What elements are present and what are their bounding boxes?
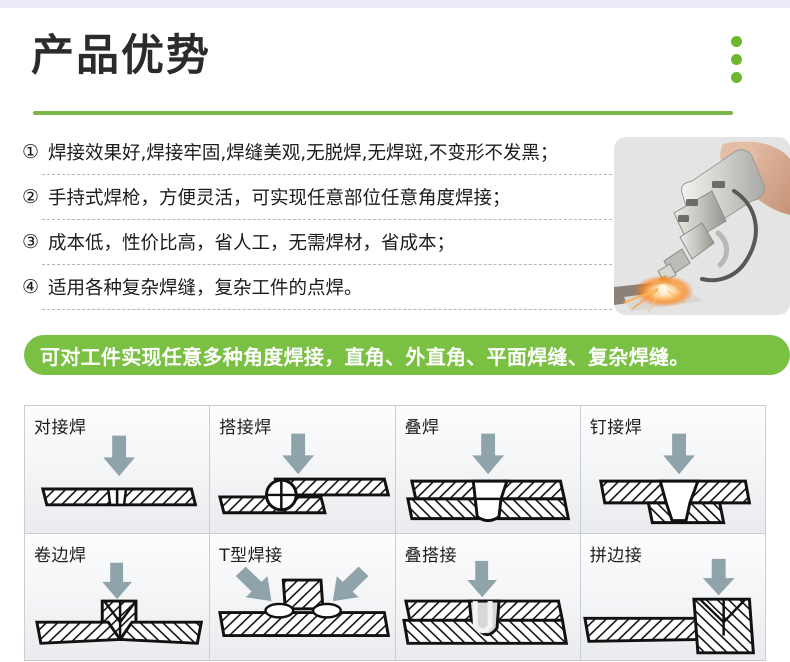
weld-cell-label: T型焊接 [219,545,283,566]
dot-3-icon [731,72,742,83]
highlight-banner: 可对工件实现任意多种角度焊接，直角、外直角、平面焊缝、复杂焊缝。 [24,335,790,375]
stack-lap-weld-diagram [401,560,568,645]
down-arrow-icon [102,562,132,599]
list-item-label: 成本低，性价比高，省人工，无需焊材，省成本； [48,233,456,254]
list-item-divider [42,264,612,265]
weld-cell-label: 拼边接 [589,545,643,566]
title-divider [33,111,733,115]
product-photo [614,137,790,315]
plug-weld-diagram [598,433,751,525]
down-arrow-icon [662,433,695,475]
tee-weld-diagram [218,566,391,637]
down-arrow-icon [471,433,504,475]
lap-weld-diagram [218,433,391,515]
list-item-number: ① [22,141,40,163]
down-arrow-icon [103,435,135,477]
weld-cell-label: 叠焊 [404,418,440,438]
diagonal-arrow-left-icon [236,566,272,601]
page-title: 产品优势 [31,31,211,81]
list-item-divider [42,174,612,175]
weld-cell-label: 钉接焊 [589,418,643,438]
butt-weld-diagram [40,435,198,507]
weld-type-grid: 对接焊 搭接焊 [24,405,766,661]
edge-weld-diagram [582,558,755,654]
highlight-banner-text: 可对工件实现任意多种角度焊接，直角、外直角、平面焊缝、复杂焊缝。 [40,344,690,369]
list-item-label: 焊接效果好,焊接牢固,焊缝美观,无脱焊,无焊斑,不变形不发黑； [48,143,559,164]
list-item: ① 焊接效果好,焊接牢固,焊缝美观,无脱焊,无焊斑,不变形不发黑； [22,132,612,177]
top-strip [0,0,790,8]
weld-cell-label: 叠搭接 [404,545,457,566]
weld-cell-label: 卷边焊 [34,545,87,566]
down-arrow-icon [702,558,735,595]
list-item-divider [42,309,612,310]
dot-1-icon [731,36,742,47]
diagonal-arrow-right-icon [333,566,369,601]
weld-cell-flange[interactable]: 卷边焊 [25,533,211,661]
list-item-number: ④ [22,276,40,298]
decor-dots [731,36,742,83]
weld-cell-label: 搭接焊 [219,418,272,438]
page-header: 产品优势 [0,8,790,100]
list-item-label: 适用各种复杂焊缝，复杂工件的点焊。 [48,278,363,299]
weld-cell-plug[interactable]: 钉接焊 [580,406,766,534]
flange-weld-diagram [35,562,204,645]
weld-cell-stack-lap[interactable]: 叠搭接 [395,533,581,661]
weld-cell-edge[interactable]: 拼边接 [580,533,766,661]
laser-welding-gun-illustration [614,137,790,315]
list-item-number: ③ [22,231,40,253]
weld-cell-tee[interactable]: T型焊接 [210,533,396,661]
list-item: ② 手持式焊枪，方便灵活，可实现任意部位任意角度焊接； [22,177,612,222]
list-item: ③ 成本低，性价比高，省人工，无需焊材，省成本； [22,222,612,267]
stack-weld-diagram [405,433,570,523]
dot-2-icon [731,54,742,65]
list-item-divider [42,219,612,220]
weld-cell-label: 对接焊 [34,418,87,438]
weld-cell-butt[interactable]: 对接焊 [25,406,211,534]
weld-cell-lap[interactable]: 搭接焊 [210,406,396,534]
down-arrow-icon [282,433,315,475]
list-item-number: ② [22,186,40,208]
weld-cell-stack[interactable]: 叠焊 [395,406,581,534]
list-item: ④ 适用各种复杂焊缝，复杂工件的点焊。 [22,267,612,312]
list-item-label: 手持式焊枪，方便灵活，可实现任意部位任意角度焊接； [48,188,511,209]
down-arrow-icon [466,560,497,597]
advantages-list: ① 焊接效果好,焊接牢固,焊缝美观,无脱焊,无焊斑,不变形不发黑； ② 手持式焊… [22,132,612,312]
